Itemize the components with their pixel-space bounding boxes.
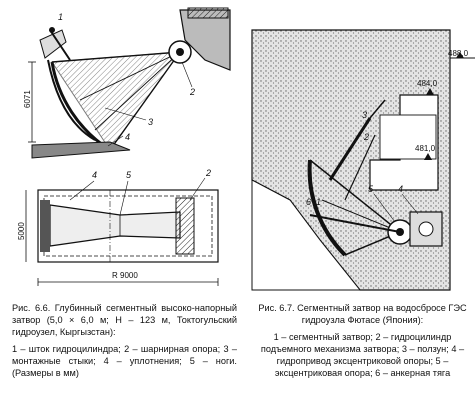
figure-6-7-drawing: 488,0 484,0 481,0 3 2 5 4 6 1	[251, 29, 475, 291]
sill	[31, 141, 131, 159]
caption-6-7-legend: 1 – сегментный затвор; 2 – гидроцилиндр …	[260, 332, 465, 378]
callout-2: 2	[189, 87, 195, 97]
segment-gate	[307, 159, 347, 257]
level-mid-label: 484,0	[417, 79, 438, 88]
hydrocylinder	[328, 117, 372, 181]
callout-r-1: 1	[316, 197, 321, 207]
figure-6-6-drawing: 6071 1 2 3 4 2 4 5 5000 R 9000	[17, 7, 231, 286]
hydrocylinder-rod	[49, 29, 71, 61]
callout-plan-5: 5	[126, 170, 132, 180]
callout-plan-2: 2	[205, 168, 211, 178]
callout-4: 4	[125, 132, 130, 142]
caption-6-7-title: Рис. 6.7. Сегментный затвор на водосброс…	[258, 303, 467, 325]
caption-6-6-title: Рис. 6.6. Глубинный сегментный высоко-на…	[12, 303, 237, 337]
level-marker-top	[450, 52, 475, 59]
callout-r-4: 4	[398, 184, 403, 194]
anchor-rod	[309, 214, 401, 233]
dim-height: 6071	[23, 90, 32, 108]
callout-plan-4: 4	[92, 170, 97, 180]
level-top-label: 488,0	[448, 49, 469, 58]
caption-figure-6-7: Рис. 6.7. Сегментный затвор на водосброс…	[255, 302, 470, 379]
callout-3: 3	[148, 117, 153, 127]
caption-6-6-legend: 1 – шток гидроцилиндра; 2 – шарнирная оп…	[12, 344, 237, 378]
conduit-top	[179, 7, 231, 71]
caption-figure-6-6: Рис. 6.6. Глубинный сегментный высоко-на…	[12, 302, 237, 379]
dim-width-vertical: 5000	[17, 222, 26, 240]
callout-r-6: 6	[306, 197, 311, 207]
gate-plan	[37, 189, 219, 263]
dim-span: R 9000	[112, 271, 138, 280]
callout-r-5: 5	[368, 184, 374, 194]
trunnion-hinge	[168, 40, 192, 64]
callout-1: 1	[58, 12, 63, 22]
level-low-label: 481,0	[415, 144, 436, 153]
callout-r-3: 3	[362, 110, 367, 120]
callout-r-2: 2	[363, 132, 369, 142]
